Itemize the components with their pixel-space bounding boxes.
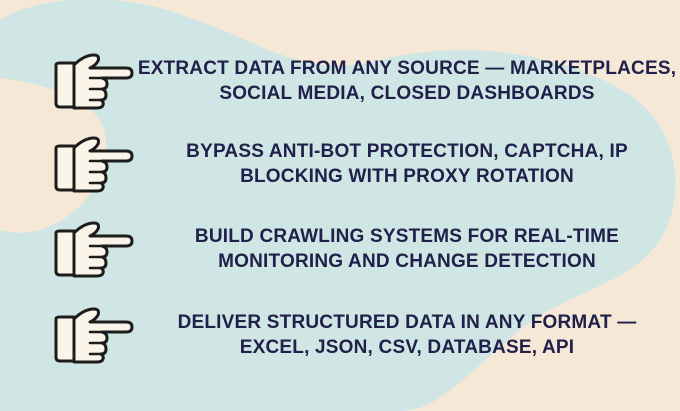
item-line-2: MONITORING AND CHANGE DETECTION [218,251,596,272]
list-item: BUILD CRAWLING SYSTEMS FOR REAL-TIME MON… [50,213,680,285]
pointing-hand-icon [54,307,134,364]
pointing-hand-icon [54,53,134,110]
pointing-hand-icon [54,136,134,193]
item-line-1: BYPASS ANTI-BOT PROTECTION, CAPTCHA, IP [186,141,628,162]
item-line-1: DELIVER STRUCTURED DATA IN ANY FORMAT — [177,312,637,333]
item-line-1: EXTRACT DATA FROM ANY SOURCE — MARKETPLA… [137,58,677,79]
list-item: DELIVER STRUCTURED DATA IN ANY FORMAT — … [50,299,680,371]
item-line-2: EXCEL, JSON, CSV, DATABASE, API [239,337,575,358]
pointing-hand-icon [54,221,134,278]
item-line-2: BLOCKING WITH PROXY ROTATION [240,166,574,187]
item-line-2: SOCIAL MEDIA, CLOSED DASHBOARDS [219,83,595,104]
list-item: BYPASS ANTI-BOT PROTECTION, CAPTCHA, IP … [50,128,680,200]
list-item: EXTRACT DATA FROM ANY SOURCE — MARKETPLA… [50,45,680,117]
item-line-1: BUILD CRAWLING SYSTEMS FOR REAL-TIME [194,226,620,247]
